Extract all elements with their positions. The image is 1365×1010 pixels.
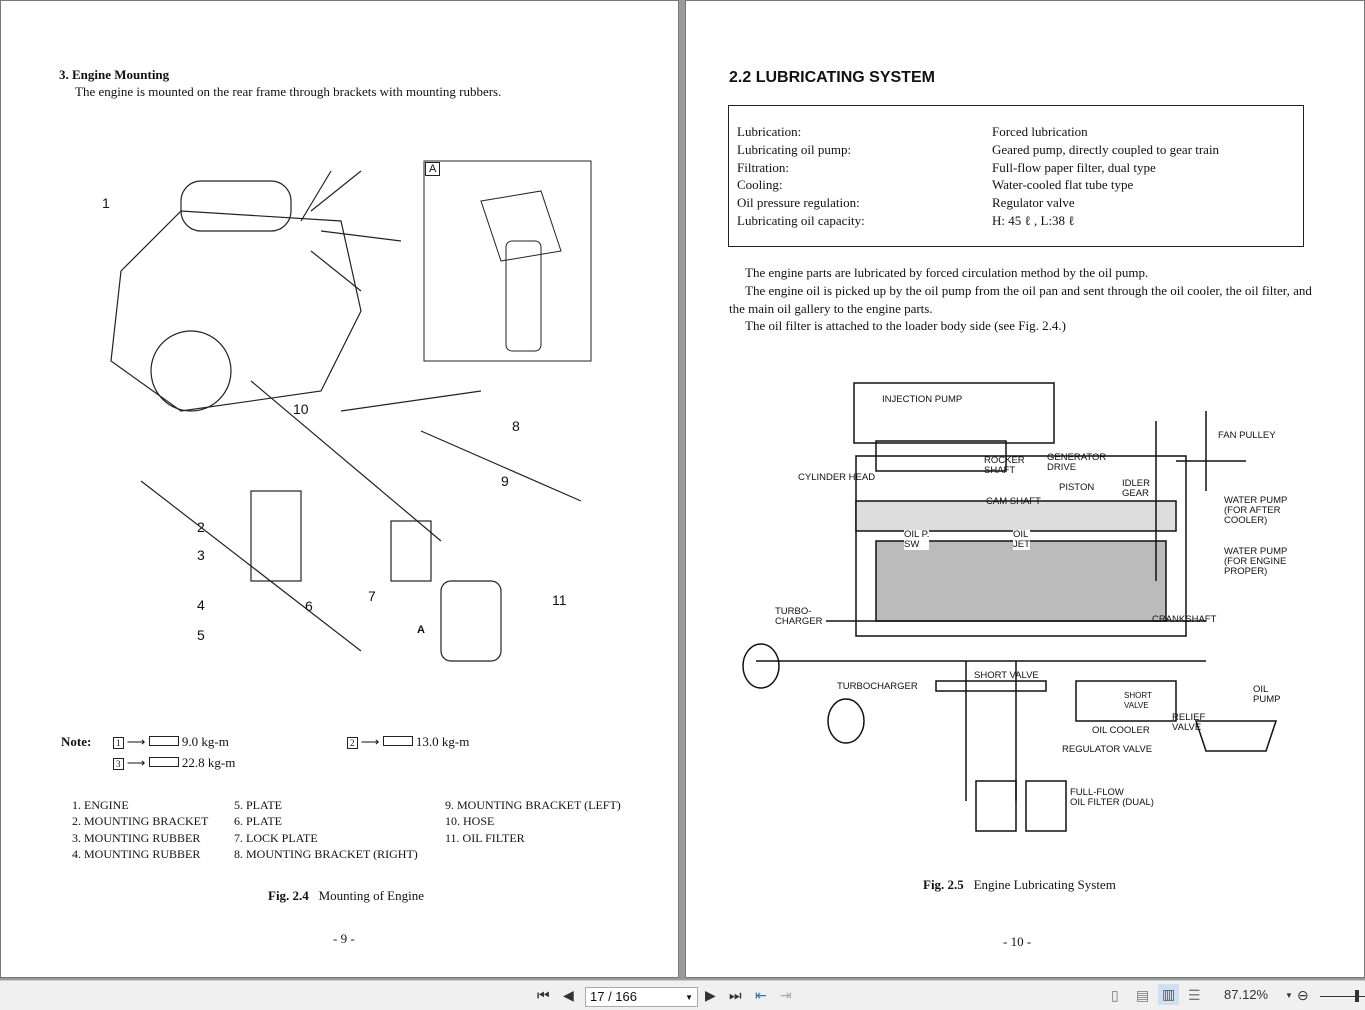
label-water-pump-after-cooler: WATER PUMP (FOR AFTER COOLER) (1224, 495, 1288, 526)
zoom-slider[interactable] (1320, 996, 1365, 997)
label-regulator-valve: REGULATOR VALVE (1062, 744, 1153, 755)
page-number-field[interactable]: 17 / 166▼ (585, 987, 698, 1007)
label-idler-gear: IDLER GEAR (1122, 478, 1150, 499)
label-turbo-charger: TURBO- CHARGER (775, 606, 823, 627)
lubrication-diagram (742, 382, 1278, 832)
body-paragraph: The engine oil is picked up by the oil p… (745, 283, 1312, 298)
torque-2: 2 ⟶ 13.0 kg-m (347, 734, 469, 750)
label-water-pump-engine: WATER PUMP (FOR ENGINE PROPER) (1224, 546, 1288, 577)
label-turbocharger: TURBOCHARGER (837, 681, 918, 692)
label-oil-pump: OIL PUMP (1253, 684, 1281, 705)
label-generator-drive: GENERATOR DRIVE (1047, 452, 1107, 473)
body-paragraph: The engine parts are lubricated by force… (745, 265, 1149, 280)
page-number: - 9 - (333, 931, 355, 946)
arrow-a-label: A (417, 624, 425, 636)
next-page-icon[interactable]: ▶ (705, 987, 716, 1003)
label-fan-pulley: FAN PULLEY (1218, 430, 1276, 441)
first-page-icon[interactable]: ⏮ (537, 987, 550, 1003)
label-cylinder-head: CYLINDER HEAD (798, 472, 876, 483)
page-number: - 10 - (1003, 934, 1032, 949)
next-view-icon: ⇥ (780, 987, 792, 1003)
label-oil-cooler: OIL COOLER (1092, 725, 1150, 736)
label-short-valve-2: SHORT VALVE (1124, 691, 1152, 710)
previous-page-icon[interactable]: ◀ (563, 987, 574, 1003)
label-relief-valve: RELIEF VALVE (1172, 712, 1206, 733)
single-page-view-icon[interactable]: ▯ (1111, 987, 1119, 1003)
label-short-valve: SHORT VALVE (974, 670, 1039, 681)
pdf-page-10: 2.2 LUBRICATING SYSTEM Lubrication:Force… (685, 0, 1365, 978)
callout-2: 2 (197, 519, 205, 535)
label-crankshaft: CRANKSHAFT (1152, 614, 1217, 625)
callout-9: 9 (501, 473, 509, 489)
callout-5: 5 (197, 627, 205, 643)
callout-6: 6 (305, 598, 313, 614)
torque-3: 3 ⟶ 22.8 kg-m (113, 755, 235, 771)
label-piston: PISTON (1059, 482, 1095, 493)
zoom-out-icon[interactable]: ⊖ (1297, 987, 1309, 1003)
callout-4: 4 (197, 597, 205, 613)
pdf-toolbar: ⏮ ◀ 17 / 166▼ ▶ ⏭ ⇤ ⇥ ▯ ▤ ▥ ☰ 87.12% ▼ ⊖ (0, 980, 1365, 1010)
section-heading: 3. Engine Mounting (59, 67, 170, 82)
section-heading: 2.2 LUBRICATING SYSTEM (729, 69, 935, 86)
label-injection-pump: INJECTION PUMP (882, 394, 963, 405)
continuous-view-icon[interactable]: ▤ (1136, 987, 1150, 1003)
chevron-down-icon[interactable]: ▼ (685, 993, 693, 1002)
callout-10: 10 (293, 401, 309, 417)
previous-view-icon[interactable]: ⇤ (755, 987, 767, 1003)
last-page-icon[interactable]: ⏭ (729, 987, 742, 1003)
figure-caption: Fig. 2.5 Engine Lubricating System (923, 877, 1116, 892)
figure-caption: Fig. 2.4 Mounting of Engine (268, 888, 424, 903)
callout-7: 7 (368, 588, 376, 604)
two-page-continuous-view-icon[interactable]: ☰ (1188, 987, 1201, 1003)
callout-3: 3 (197, 547, 205, 563)
body-paragraph: the main oil gallery to the engine parts… (729, 301, 933, 316)
torque-1: 1 ⟶ 9.0 kg-m (113, 734, 229, 750)
zoom-dropdown-icon[interactable]: ▼ (1285, 991, 1293, 1000)
zoom-slider-handle[interactable] (1355, 990, 1359, 1002)
zoom-level[interactable]: 87.12% (1224, 987, 1269, 1002)
body-paragraph: The oil filter is attached to the loader… (745, 318, 1066, 333)
label-oil-jet: OIL JET (1013, 529, 1030, 550)
label-cam-shaft: CAM SHAFT (986, 496, 1041, 507)
label-oil-filter: FULL-FLOW OIL FILTER (DUAL) (1070, 787, 1154, 808)
label-oil-pressure-switch: OIL P. SW (904, 529, 930, 550)
callout-1: 1 (102, 195, 110, 211)
intro-text: The engine is mounted on the rear frame … (75, 84, 502, 99)
label-rocker-shaft: ROCKER SHAFT (984, 455, 1025, 476)
pdf-page-9: 3. Engine Mounting The engine is mounted… (0, 0, 679, 978)
note-label: Note: (61, 734, 92, 749)
two-page-view-icon[interactable]: ▥ (1158, 984, 1180, 1005)
spec-table: Lubrication:Forced lubrication Lubricati… (728, 105, 1304, 247)
engine-mounting-diagram (110, 160, 592, 662)
view-a-label: A (425, 162, 441, 176)
callout-11: 11 (552, 592, 567, 608)
callout-8: 8 (512, 418, 520, 434)
